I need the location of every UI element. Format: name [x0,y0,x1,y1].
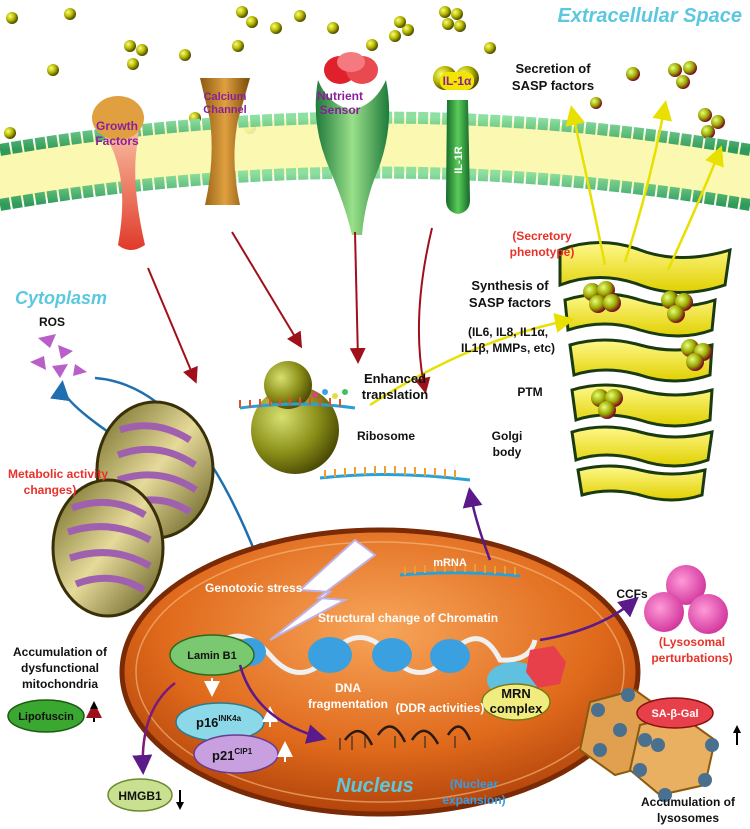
growth-factors-label-2: Factors [95,134,139,148]
golgi-label-1: Golgi [492,429,523,443]
ribosome [239,361,471,482]
calcium-channel [200,78,250,205]
chromatin-label: Structural change of Chromatin [318,611,498,625]
ccf-arrow [539,596,639,642]
ddr-label: (DDR activities) [396,701,485,715]
ros-particles [30,334,87,378]
lipofuscin-up-arrowhead [90,701,98,709]
dna-fragmentation-label-1: DNA [335,681,361,695]
mitochondria [51,400,215,618]
receptor-signaling-arrows [147,227,433,394]
genotoxic-label: Genotoxic stress [205,581,303,595]
synthesis-label-2: SASP factors [469,295,551,310]
p16-label: p16INK4a [196,714,242,730]
mrn-label-1: MRN [501,686,531,701]
hmgb1-label: HMGB1 [118,789,162,803]
il1a-label: IL-1α [443,74,472,88]
enhanced-translation-label-1: Enhanced [364,371,426,386]
golgi-label-2: body [493,445,522,459]
p21-label: p21CIP1 [212,747,253,763]
secretion-label-1: Secretion of [515,61,591,76]
fragmented-dna [339,725,472,750]
lysosomes [578,688,719,802]
lysosomal-label-1: (Lysosomal [659,635,725,649]
growth-factors-label-1: Growth [96,119,138,133]
p16-sup: INK4a [218,714,241,723]
secretion-label-2: SASP factors [512,78,594,93]
calcium-channel-label-2: Channel [203,104,246,116]
extracellular-particles [4,6,725,139]
ptm-label: PTM [517,385,542,399]
nuclear-expansion-label-2: expansion) [442,793,505,807]
lysosomal-label-2: perturbations) [651,651,732,665]
ddr-arrow [238,664,327,744]
nuclear-mrna [399,564,521,578]
mitochondria-label-2: dysfunctional [21,661,99,675]
hmgb1-blob [107,778,173,812]
sa-beta-gal-label: SA-β-Gal [651,708,698,720]
mrn-label-2: complex [490,701,544,716]
hmgb1-down-arrowhead [176,802,184,810]
nutrient-sensor [315,52,390,235]
dna-fragmentation-label-2: fragmentation [308,697,388,711]
secretory-phenotype-label-1: (Secretory [512,229,572,243]
mitochondria-label-3: mitochondria [22,677,98,691]
mrna-label: mRNA [433,557,467,569]
nutrient-sensor-label-1: Nutrient [317,89,363,103]
mrn-complex [481,646,566,721]
enhanced-translation-label-2: translation [362,387,429,402]
il1-receptor [433,66,479,214]
p21-sup: CIP1 [234,747,252,756]
chromatin [208,633,538,675]
metabolic-label-2: changes) [24,483,77,497]
lysosomes-label-1: Accumulation of [641,795,736,809]
mitochondria-label-1: Accumulation of [13,645,108,659]
golgi-body [558,241,732,502]
p16-base: p16 [196,715,218,730]
mrna-export-arrow [462,487,492,561]
nucleus-label: Nucleus [336,775,414,797]
synthesis-label-1: Synthesis of [471,278,549,293]
ccf-particles [644,565,728,634]
ros-label: ROS [39,315,65,329]
lipofuscin-label: Lipofuscin [18,711,74,723]
calcium-channel-label-1: Calcium [204,91,247,103]
factors-list-2: IL1β, MMPs, etc) [461,341,555,355]
lamin-b1-blob [169,634,255,676]
secretion-arrows [369,100,724,407]
p21-base: p21 [212,748,234,763]
extracellular-label: Extracellular Space [557,5,742,27]
metabolic-label-1: Metabolic activity [8,467,108,481]
cytoplasm-label: Cytoplasm [15,288,107,308]
ribosome-label: Ribosome [357,429,415,443]
il1r-label: IL-1R [453,146,465,174]
hmgb1-release-arrow [132,682,176,775]
factors-list-1: (IL6, IL8, IL1α, [468,325,548,339]
lysosome-up-arrowhead [733,725,741,733]
secretory-phenotype-label-2: phenotype) [510,245,575,259]
nutrient-sensor-label-2: Sensor [320,103,361,117]
genotoxic-lightning [269,538,377,641]
nuclear-expansion-label-1: (Nuclear [450,777,498,791]
lipofuscin-blob [7,699,85,733]
lamin-b1-label: Lamin B1 [187,650,237,662]
lysosomes-label-2: lysosomes [657,811,719,825]
growth-factor-receptor [92,96,145,250]
ccfs-label: CCFs [616,587,648,601]
